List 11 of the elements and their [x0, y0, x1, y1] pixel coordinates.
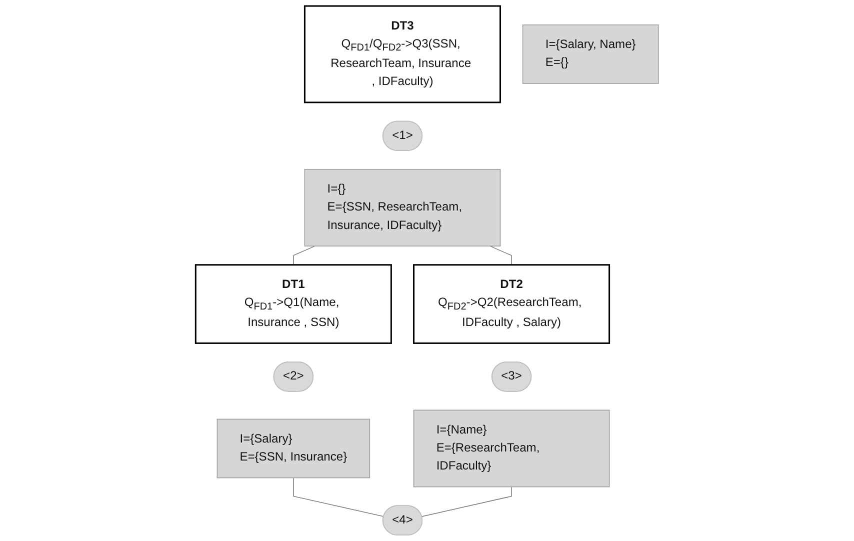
node-box: DT3 Q$_{FD1}$/Q$_{FD2}$->Q3(SSN, ResearchTeam, Insurance , IDFaculty)	[304, 5, 501, 104]
connector	[490, 246, 512, 266]
node-box: I={Salary} E={SSN, Insurance}	[216, 418, 370, 478]
node-box: I={Salary, Name} E={}	[522, 24, 659, 84]
node-box: I={Name} E={ResearchTeam, IDFaculty}	[413, 410, 610, 488]
node-box: I={} E={SSN, ResearchTeam, Insurance, IDFaculty}	[304, 168, 501, 246]
connector	[422, 486, 512, 517]
node-box: DT2 Q$_{FD2}$->Q2(ResearchTeam, IDFaculty , Salary)	[413, 264, 610, 344]
connector	[293, 246, 316, 266]
node-box: DT1 Q$_{FD1}$->Q1(Name, Insurance , SSN)	[194, 264, 392, 344]
connector	[293, 477, 384, 517]
